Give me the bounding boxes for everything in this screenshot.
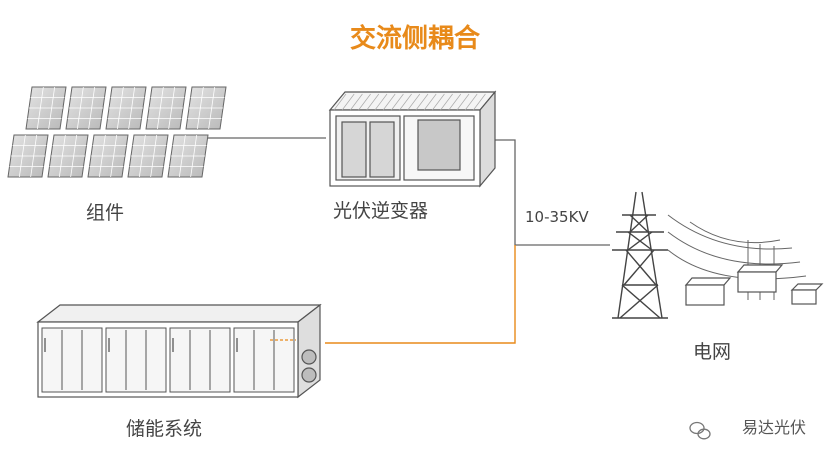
voltage-label: 10-35KV bbox=[525, 208, 589, 226]
pv-panel bbox=[185, 86, 227, 130]
inverter-ribs bbox=[333, 93, 486, 111]
wechat-icon bbox=[689, 421, 711, 440]
storage-to-grid-line bbox=[325, 245, 516, 344]
pv-panel bbox=[87, 134, 129, 178]
pv-panel bbox=[47, 134, 89, 178]
pv-module-array bbox=[7, 86, 227, 178]
pv-panel bbox=[127, 134, 169, 178]
storage-rack bbox=[169, 327, 231, 393]
substation-boxes bbox=[684, 264, 824, 306]
inverter-label: 光伏逆变器 bbox=[333, 200, 429, 222]
pv-panel bbox=[167, 134, 209, 178]
storage-rack bbox=[41, 327, 103, 393]
watermark-text: 易达光伏 bbox=[741, 418, 806, 437]
storage-rack bbox=[105, 327, 167, 393]
inverter-container bbox=[328, 90, 497, 188]
watermark: 易达光伏 bbox=[716, 414, 806, 438]
pv-panel bbox=[105, 86, 147, 130]
pv-modules-label: 组件 bbox=[86, 202, 125, 224]
inverter-to-grid-line bbox=[495, 139, 610, 246]
transmission-tower bbox=[612, 191, 668, 319]
storage-rack bbox=[233, 327, 295, 393]
diagram-title: 交流侧耦合 bbox=[349, 24, 480, 54]
storage-label: 储能系统 bbox=[126, 418, 203, 440]
storage-doors bbox=[41, 327, 295, 393]
grid-label: 电网 bbox=[693, 341, 732, 363]
pv-panel bbox=[145, 86, 187, 130]
pv-panel bbox=[7, 134, 49, 178]
pv-panel bbox=[65, 86, 107, 130]
pv-panel bbox=[25, 86, 67, 130]
